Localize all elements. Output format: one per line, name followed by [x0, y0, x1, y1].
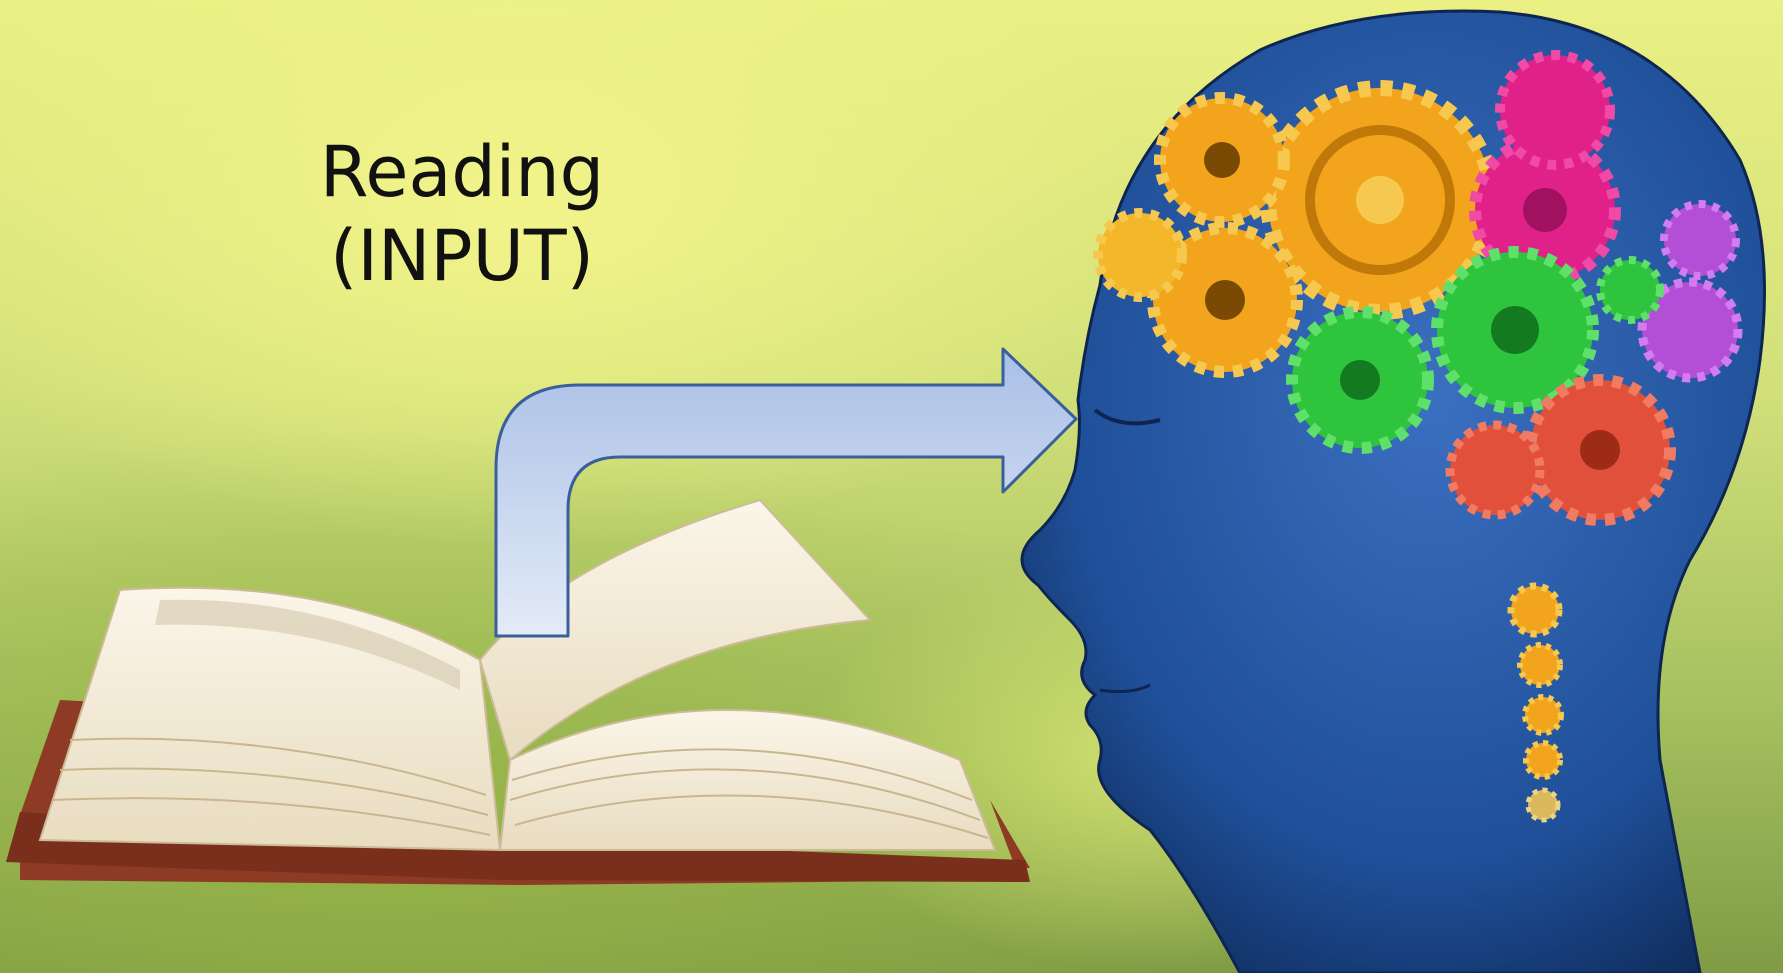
gear-icon [1522, 694, 1564, 736]
brain-gears [1093, 50, 1743, 823]
gear-icon [1517, 642, 1563, 688]
gear-icon [1523, 740, 1563, 780]
gear-icon [1286, 306, 1434, 454]
gear-icon [1147, 222, 1303, 378]
reading-input-caption: Reading (INPUT) [252, 130, 672, 298]
gear-icon [1154, 92, 1290, 228]
gear-icon [1637, 277, 1743, 383]
gear-icon [1431, 246, 1599, 414]
gear-icon [1495, 50, 1615, 170]
open-book-icon [6, 498, 1030, 885]
gear-icon [1524, 374, 1676, 526]
gear-icon [1525, 787, 1561, 823]
caption-line-reading: Reading [319, 131, 605, 213]
bent-arrow-icon [494, 347, 1078, 638]
gear-icon [1507, 582, 1563, 638]
gear-icon [1660, 200, 1740, 280]
gear-icon [1596, 256, 1664, 324]
gear-icon [1093, 208, 1187, 302]
caption-line-input: (INPUT) [330, 215, 594, 297]
gear-icon [1445, 420, 1545, 520]
